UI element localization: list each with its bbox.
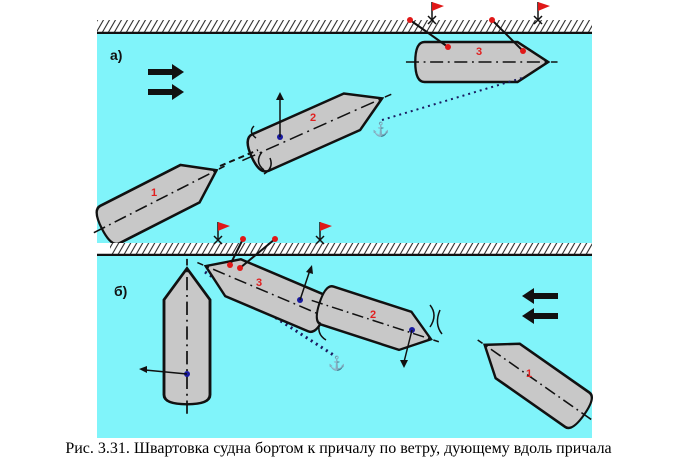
propeller-wash — [250, 125, 272, 175]
propeller-wash — [318, 304, 443, 341]
panel-a: а) 3 2 ⚓ 1 — [83, 1, 592, 253]
anchor-icon: ⚓ — [328, 355, 345, 372]
panel-b: б) 3 2 ⚓ 1 — [97, 236, 605, 438]
ship-number: 2 — [370, 309, 376, 321]
pier-top — [97, 20, 592, 33]
panel-a-label: а) — [110, 47, 122, 63]
ship-number: 1 — [151, 187, 157, 199]
pier-middle — [110, 243, 592, 255]
anchor-icon: ⚓ — [372, 121, 389, 138]
ship-number: 2 — [310, 112, 316, 124]
panel-b-label: б) — [114, 283, 127, 299]
ship-number: 3 — [256, 277, 262, 289]
figure-caption: Рис. 3.31. Швартовка судна бортом к прич… — [65, 440, 612, 457]
ship-number: 1 — [526, 368, 532, 380]
ship-number: 3 — [476, 46, 482, 58]
